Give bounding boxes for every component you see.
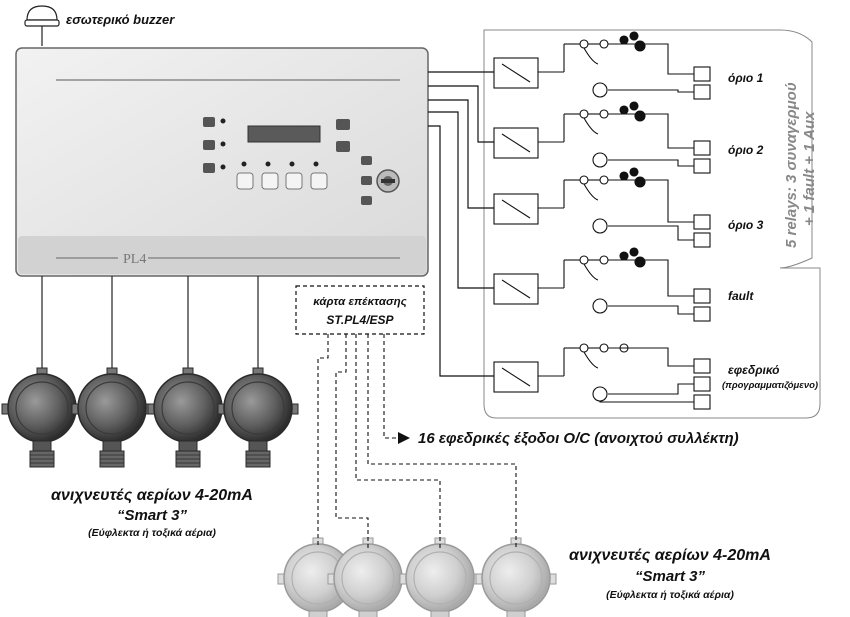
ext-detectors-title: ανιχνευτές αερίων 4-20mA [569,547,771,564]
key-switch [361,156,400,205]
oc-outputs-label: 16 εφεδρικές έξοδοι O/C (ανοιχτού συλλέκ… [418,430,739,447]
ext-detectors-note: (Εύφλεκτα ή τοξικά αέρια) [606,589,734,601]
relay-label-fault: fault [728,289,754,303]
key-reset [336,141,350,152]
main-detectors-title: ανιχνευτές αερίων 4-20mA [51,487,253,504]
relay-label-aux: εφεδρικό [728,363,780,377]
relay-label-aux-sub: (προγραμματιζόμενο) [722,380,818,391]
svg-text:5 relays: 3 συναγερμού: 5 relays: 3 συναγερμού [783,82,800,248]
extension-detector-2 [327,537,409,617]
ext-detectors-model: “Smart 3” [635,568,706,585]
expansion-card-box [295,285,425,335]
expansion-wiring [317,334,517,548]
left-keypad [203,117,226,173]
buzzer [24,5,60,46]
main-detectors-model: “Smart 3” [117,507,188,524]
expansion-card-model: ST.PL4/ESP [326,313,394,327]
key-ack [336,119,350,130]
main-detector-1 [1,367,83,468]
lcd-display [247,125,321,143]
buzzer-label: εσωτερικό buzzer [66,12,175,27]
extension-detector-4 [475,537,557,617]
main-detectors [1,367,299,468]
oc-arrow [398,432,410,444]
relay-1 [493,31,711,100]
main-detector-cables [41,276,259,372]
main-detector-3 [147,367,229,468]
relay-label-3: όριο 3 [728,218,764,232]
extension-detectors [277,537,557,617]
extension-detector-3 [399,537,481,617]
led-row [241,161,319,167]
relays-group-label: 5 relays: 3 συναγερμού + 1 fault + 1 Aux [783,82,818,248]
expansion-card-title: κάρτα επέκτασης [313,296,407,308]
relay-3 [493,167,711,248]
relay-wiring [428,71,494,377]
panel-model-label: PL4 [123,252,146,267]
relay-4 [493,247,711,322]
control-panel: PL4 [15,47,429,277]
svg-text:+ 1 fault + 1 Aux: + 1 fault + 1 Aux [801,111,818,226]
relay-label-2: όριο 2 [728,143,764,157]
relay-label-1: όριο 1 [728,71,764,85]
relay-2 [493,101,711,174]
relay-5 [493,343,711,410]
main-detectors-note: (Εύφλεκτα ή τοξικά αέρια) [88,527,216,539]
main-detector-2 [71,367,153,468]
main-detector-4 [217,367,299,468]
relay-area-outline [483,29,821,419]
relay-stack [493,31,711,410]
button-row [236,172,328,190]
